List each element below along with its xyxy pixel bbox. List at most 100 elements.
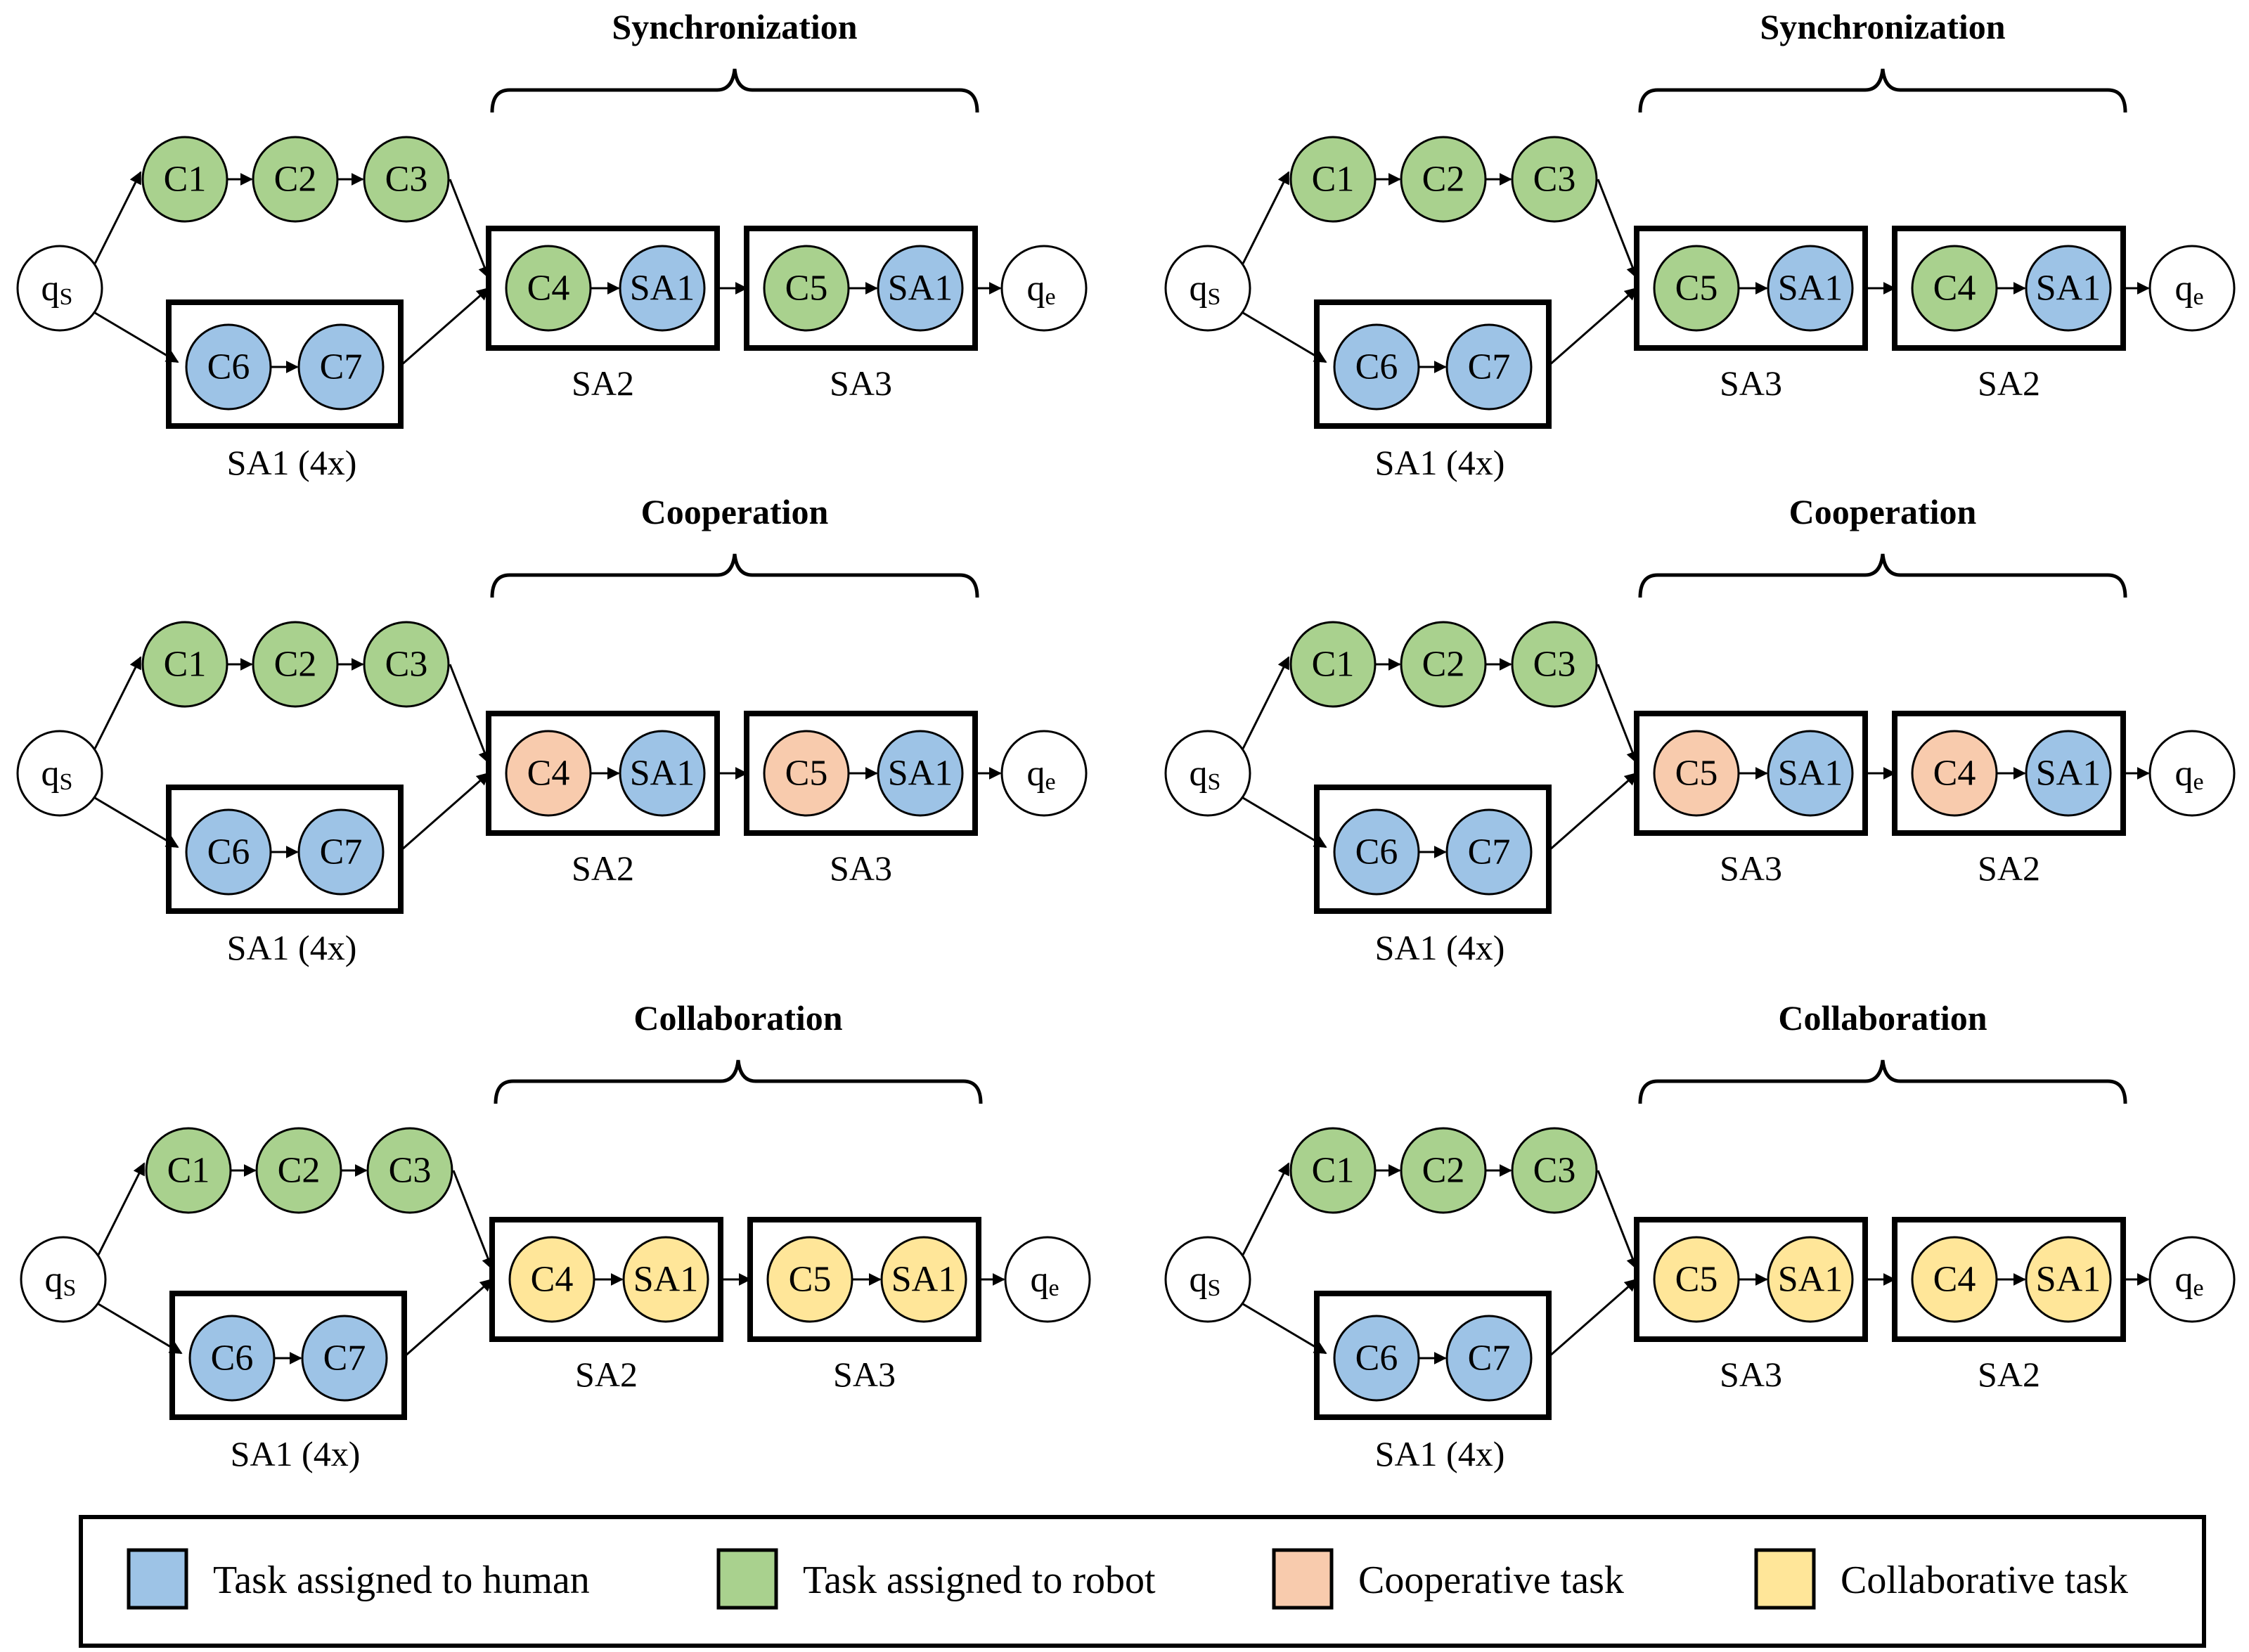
group-label: SA2 [1978,1355,2040,1394]
end-node-label: qe [2174,1260,2203,1301]
legend-swatch-collaborative [1754,1548,1816,1610]
chain-node-label: C2 [274,645,317,685]
chain-node-label: C1 [167,1151,210,1191]
start-node-label: qS [1190,754,1221,795]
edge-start-to-c1 [94,656,142,749]
edge-c3-to-group [449,664,491,764]
edge-sa1-to-group [1548,1278,1638,1358]
sa1-node-label: C7 [320,832,363,872]
bracket [494,1059,983,1104]
edge-c3-to-group [449,179,491,279]
sa1-node-label: C6 [211,1338,254,1379]
edge-start-to-c1 [1242,171,1290,264]
group-label: SA2 [572,848,634,888]
chain-node-c3 [366,1127,453,1214]
group-label: SA3 [833,1355,896,1394]
edge-start-to-c6 [94,796,179,848]
start-node [16,730,103,817]
group-node-label: SA1 [2036,754,2101,794]
chain-node-c3 [1511,1127,1598,1214]
edge-start-to-c1 [94,171,142,264]
start-node [1164,245,1251,332]
chain-node-label: C3 [1533,160,1576,200]
group-node-label: SA1 [1778,269,1843,309]
sa1-node-c7 [1445,808,1533,896]
group-node-label: C5 [1675,1260,1718,1300]
chain-node-c3 [1511,621,1598,708]
edge-start-to-c6 [1242,311,1327,363]
panel-title: Synchronization [612,7,857,46]
sa1-node-label: C6 [1355,832,1398,872]
sa1-node-c7 [297,808,385,896]
start-node-label: qS [45,1260,77,1301]
chain-node-label: C1 [1312,160,1355,200]
end-node [2148,1236,2236,1323]
sa1-group-label: SA1 (4x) [1375,443,1505,482]
group-node-sa1 [877,245,964,332]
group-node-label: SA1 [630,754,695,794]
panel-title: Collaboration [1778,998,1987,1038]
edge-start-to-c6 [98,1303,183,1355]
chain-node-label: C2 [278,1151,321,1191]
chain-node-label: C2 [1422,160,1465,200]
group-label: SA2 [572,363,634,403]
end-node-label: qe [2174,754,2203,795]
legend-label-human: Task assigned to human [213,1559,590,1602]
panel-title: Cooperation [1789,492,1977,531]
chain-node-c3 [1511,136,1598,223]
end-node [1000,730,1088,817]
chain-node-label: C3 [389,1151,432,1191]
edge-c3-to-group [452,1170,494,1270]
group-node-sa1 [2025,245,2112,332]
group-node-label: C5 [789,1260,832,1300]
group-node-sa1 [2025,730,2112,817]
group-node-label: C5 [785,269,828,309]
group-label: SA3 [1720,363,1782,403]
edge-sa1-to-group [404,1278,494,1358]
sa1-group-label: SA1 (4x) [1375,1434,1505,1473]
bracket [490,68,979,113]
chain-node-label: C3 [1533,1151,1576,1191]
edge-start-to-c1 [1242,656,1290,749]
sa1-node-c7 [1445,323,1533,411]
group-node-sa1 [1767,1236,1854,1323]
sa1-node-label: C6 [1355,1338,1398,1379]
end-node-label: qe [2174,269,2203,310]
chain-node-c3 [363,136,450,223]
group-node-label: SA1 [2036,1260,2101,1300]
group-label: SA3 [830,363,892,403]
sa1-node-label: C7 [1468,347,1511,387]
bracket [1638,68,2127,113]
group-node-label: C5 [1675,269,1718,309]
sa1-group-box [169,1291,407,1420]
legend-box [79,1515,2206,1648]
sa1-group-label: SA1 (4x) [227,443,357,482]
chain-node-label: C1 [1312,1151,1355,1191]
sa1-node-c7 [1445,1315,1533,1402]
sa1-node-label: C7 [320,347,363,387]
start-node [20,1236,107,1323]
edge-sa1-to-group [400,772,490,852]
start-node-label: qS [1190,269,1221,310]
sa1-node-label: C7 [1468,832,1511,872]
edge-start-to-c6 [94,311,179,363]
start-node-label: qS [41,269,73,310]
group-node-label: C4 [527,754,570,794]
group-node-sa1 [880,1236,967,1323]
group-node-sa1 [622,1236,709,1323]
group-node-sa1 [1767,245,1854,332]
group-label: SA2 [575,1355,638,1394]
edge-sa1-to-group [1548,772,1638,852]
end-node [1000,245,1088,332]
panel-title: Synchronization [1760,7,2005,46]
chain-node-c3 [363,621,450,708]
bracket [1638,553,2127,598]
edge-c3-to-group [1597,664,1639,764]
group-node-label: SA1 [1778,1260,1843,1300]
sa1-group-label: SA1 (4x) [231,1434,361,1473]
end-node [2148,245,2236,332]
